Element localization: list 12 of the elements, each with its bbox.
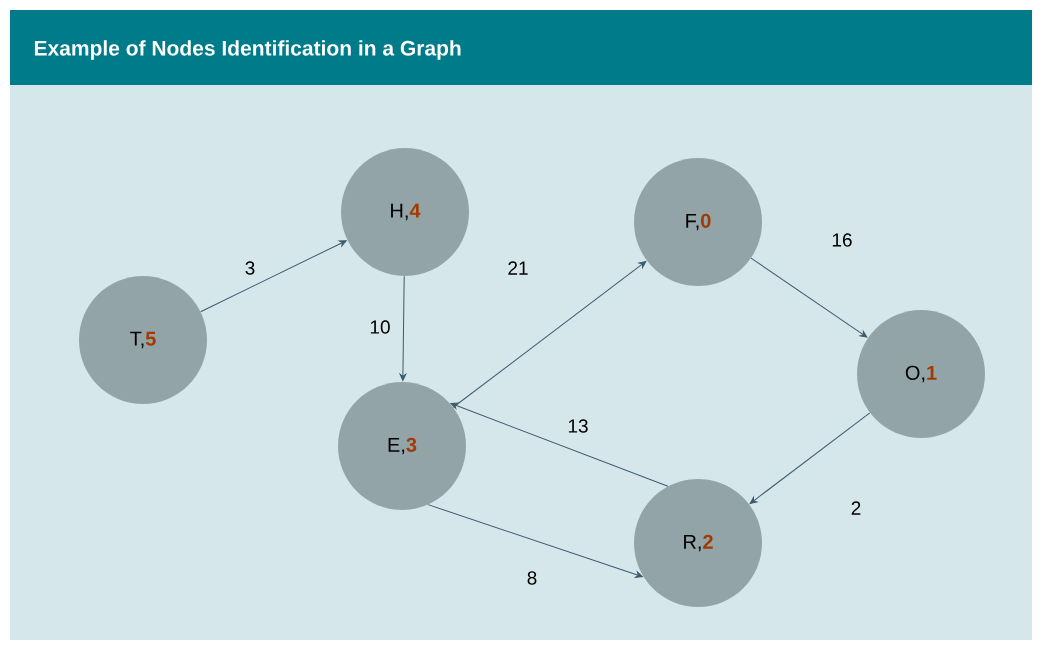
arrow [399, 275, 407, 382]
arrow [452, 261, 647, 408]
edge-label: 10 [367, 318, 393, 336]
arrow [427, 504, 643, 578]
arrow [450, 402, 669, 487]
title-bar: Example of Nodes Identification in a Graph [10, 10, 1032, 85]
edge-label: 16 [829, 231, 855, 249]
arrow [200, 240, 347, 313]
edge-label: 21 [505, 259, 531, 277]
arrow [749, 412, 871, 504]
edge-label: 13 [565, 417, 591, 435]
arrow [750, 257, 868, 338]
